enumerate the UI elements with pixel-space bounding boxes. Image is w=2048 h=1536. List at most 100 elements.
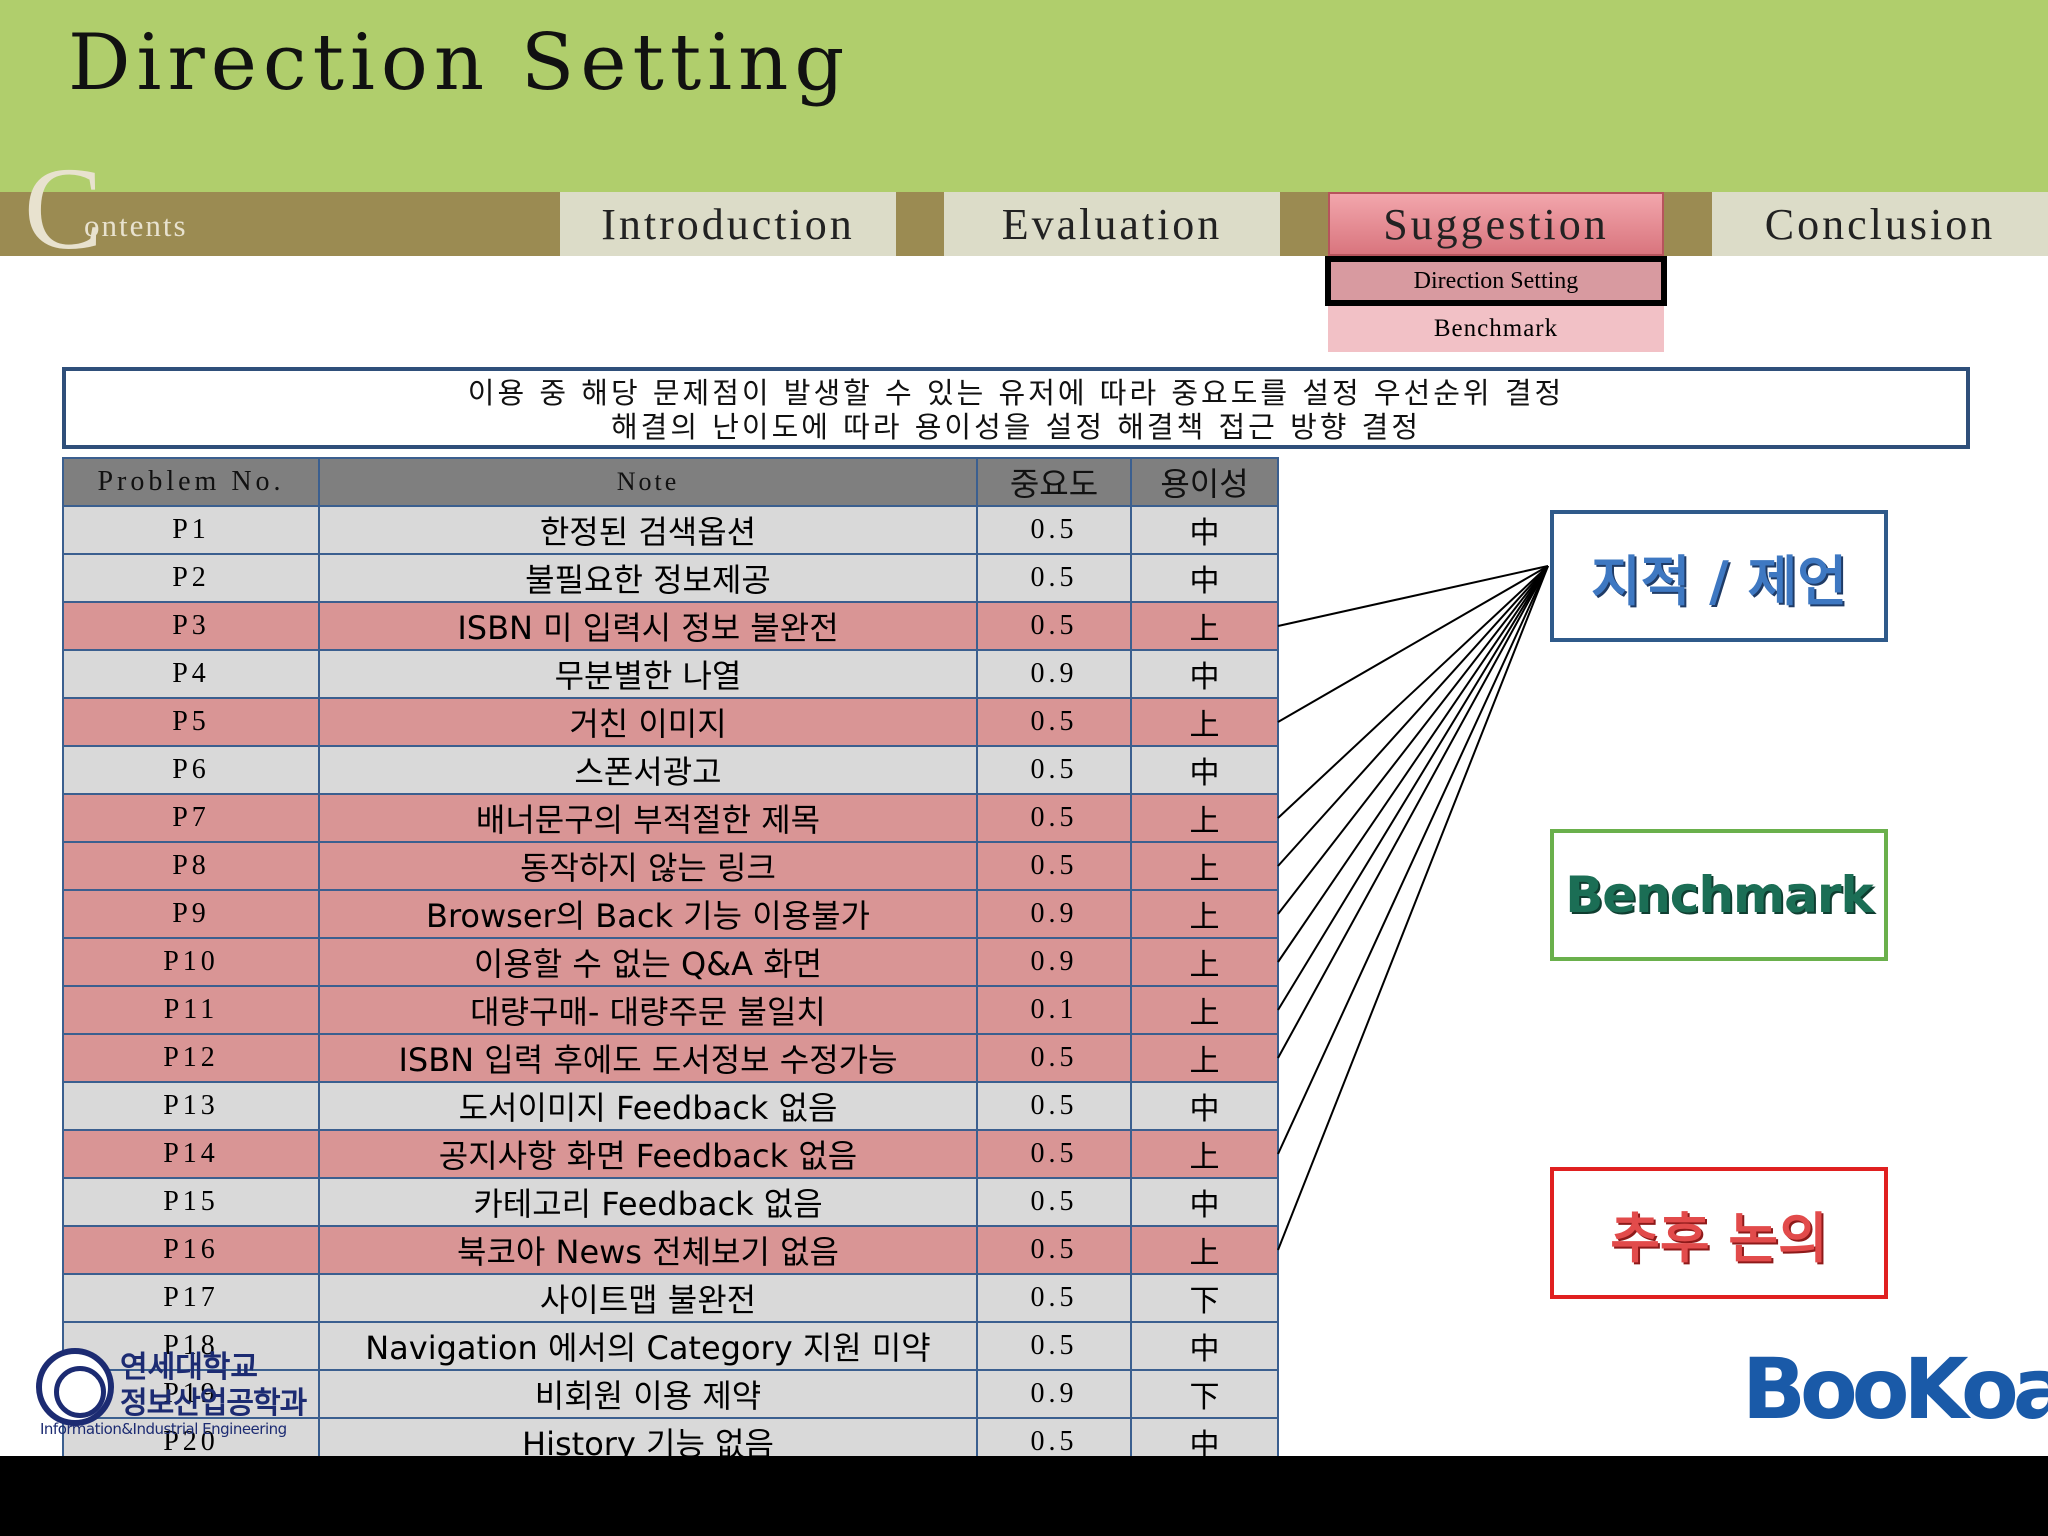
- cell-ease: 上: [1130, 793, 1279, 843]
- header-problem-no: Problem No.: [62, 457, 320, 507]
- contents-logo-initial: C: [24, 143, 103, 274]
- cell-importance: 0.5: [976, 1177, 1132, 1227]
- header-importance: 중요도: [976, 457, 1132, 507]
- subtab-direction-setting[interactable]: Direction Setting: [1325, 256, 1667, 306]
- tab-evaluation[interactable]: Evaluation: [944, 192, 1280, 256]
- cell-importance: 0.5: [976, 697, 1132, 747]
- cell-importance: 0.5: [976, 553, 1132, 603]
- cell-problem-no: P4: [62, 649, 320, 699]
- cell-note: 무분별한 나열: [318, 649, 978, 699]
- cell-problem-no: P17: [62, 1273, 320, 1323]
- cell-ease: 中: [1130, 1321, 1279, 1371]
- cell-problem-no: P15: [62, 1177, 320, 1227]
- cell-note: ISBN 미 입력시 정보 불완전: [318, 601, 978, 651]
- connector-line: [1277, 565, 1549, 627]
- cell-ease: 上: [1130, 601, 1279, 651]
- connector-line: [1277, 565, 1549, 1059]
- department-name: 정보산업공학과: [120, 1386, 307, 1421]
- cell-problem-no: P16: [62, 1225, 320, 1275]
- page-title: Direction Setting: [68, 18, 851, 108]
- university-name: 연세대학교: [120, 1350, 258, 1385]
- contents-logo-text: ontents: [84, 208, 188, 243]
- cell-ease: 中: [1130, 745, 1279, 795]
- cell-importance: 0.1: [976, 985, 1132, 1035]
- cell-importance: 0.5: [976, 505, 1132, 555]
- connector-line: [1277, 565, 1549, 723]
- cell-ease: 下: [1130, 1369, 1279, 1419]
- cell-importance: 0.5: [976, 841, 1132, 891]
- cell-importance: 0.5: [976, 1225, 1132, 1275]
- cell-importance: 0.9: [976, 889, 1132, 939]
- cell-problem-no: P5: [62, 697, 320, 747]
- header-note: Note: [318, 457, 978, 507]
- cell-note: 북코아 News 전체보기 없음: [318, 1225, 978, 1275]
- cell-note: 공지사항 화면 Feedback 없음: [318, 1129, 978, 1179]
- cell-ease: 中: [1130, 649, 1279, 699]
- cell-ease: 中: [1130, 553, 1279, 603]
- cell-problem-no: P2: [62, 553, 320, 603]
- cell-note: 스폰서광고: [318, 745, 978, 795]
- cell-problem-no: P20: [62, 1417, 320, 1456]
- cell-importance: 0.9: [976, 649, 1132, 699]
- cell-importance: 0.9: [976, 937, 1132, 987]
- cell-importance: 0.5: [976, 745, 1132, 795]
- header-band: [0, 0, 2048, 192]
- cell-note: 도서이미지 Feedback 없음: [318, 1081, 978, 1131]
- cell-ease: 中: [1130, 1417, 1279, 1456]
- cell-note: ISBN 입력 후에도 도서정보 수정가능: [318, 1033, 978, 1083]
- cell-note: 동작하지 않는 링크: [318, 841, 978, 891]
- cell-importance: 0.5: [976, 1273, 1132, 1323]
- cell-ease: 上: [1130, 1129, 1279, 1179]
- header-ease: 용이성: [1130, 457, 1279, 507]
- cell-problem-no: P3: [62, 601, 320, 651]
- cell-importance: 0.5: [976, 1417, 1132, 1456]
- cell-importance: 0.5: [976, 1081, 1132, 1131]
- cell-importance: 0.9: [976, 1369, 1132, 1419]
- cell-ease: 中: [1130, 1081, 1279, 1131]
- cell-problem-no: P11: [62, 985, 320, 1035]
- department-english-name: Information&Industrial Engineering: [40, 1420, 287, 1438]
- cell-problem-no: P6: [62, 745, 320, 795]
- cell-importance: 0.5: [976, 1321, 1132, 1371]
- connector-line: [1277, 565, 1549, 1011]
- tab-conclusion[interactable]: Conclusion: [1712, 192, 2048, 256]
- university-seal-icon: [36, 1348, 114, 1426]
- cell-problem-no: P13: [62, 1081, 320, 1131]
- cell-ease: 上: [1130, 937, 1279, 987]
- cell-ease: 上: [1130, 841, 1279, 891]
- cell-problem-no: P10: [62, 937, 320, 987]
- cell-note: 한정된 검색옵션: [318, 505, 978, 555]
- subtab-benchmark[interactable]: Benchmark: [1328, 306, 1664, 352]
- cell-note: 불필요한 정보제공: [318, 553, 978, 603]
- cell-ease: 中: [1130, 1177, 1279, 1227]
- cell-note: 대량구매- 대량주문 불일치: [318, 985, 978, 1035]
- cell-problem-no: P8: [62, 841, 320, 891]
- later-discussion-box: 추후 논의: [1550, 1167, 1888, 1299]
- cell-problem-no: P9: [62, 889, 320, 939]
- cell-note: 비회원 이용 제약: [318, 1369, 978, 1419]
- cell-ease: 上: [1130, 889, 1279, 939]
- cell-importance: 0.5: [976, 1033, 1132, 1083]
- yonsei-logo: 연세대학교 정보산업공학과 Information&Industrial Eng…: [36, 1342, 356, 1438]
- cell-note: 사이트맵 불완전: [318, 1273, 978, 1323]
- tab-introduction[interactable]: Introduction: [560, 192, 896, 256]
- cell-ease: 上: [1130, 697, 1279, 747]
- tab-suggestion[interactable]: Suggestion: [1328, 192, 1664, 256]
- cell-note: History 기능 없음: [318, 1417, 978, 1456]
- info-line-1: 이용 중 해당 문제점이 발생할 수 있는 유저에 따라 중요도를 설정 우선순…: [467, 376, 1565, 410]
